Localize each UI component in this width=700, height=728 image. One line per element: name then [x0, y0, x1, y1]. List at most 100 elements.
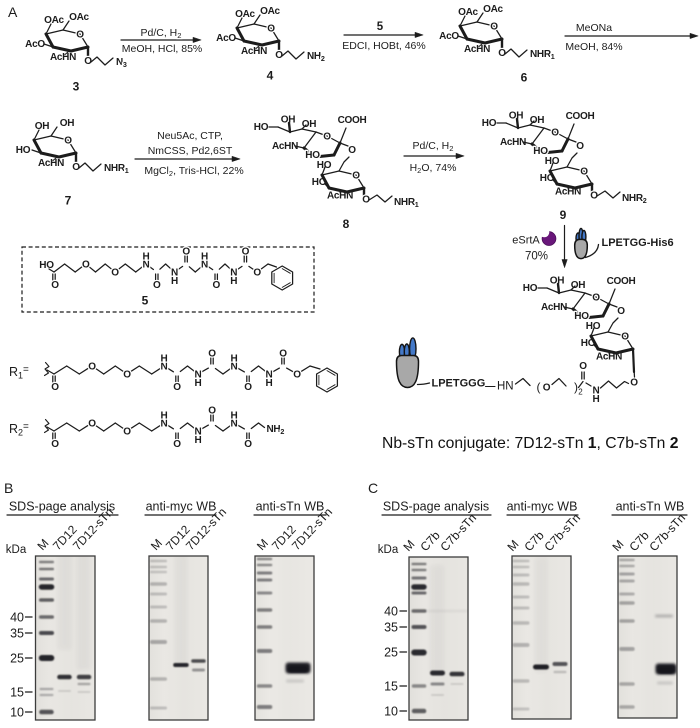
svg-text:AcHN: AcHN: [464, 44, 490, 55]
svg-text:O: O: [579, 361, 587, 372]
svg-text:eSrtA: eSrtA: [512, 235, 540, 247]
svg-text:70%: 70%: [525, 251, 548, 263]
svg-text:10: 10: [10, 706, 24, 720]
svg-text:N: N: [230, 268, 237, 279]
svg-text:O: O: [84, 56, 92, 67]
svg-text:O: O: [208, 406, 216, 417]
svg-text:9: 9: [560, 208, 567, 222]
svg-text:O: O: [123, 370, 131, 381]
svg-text:O: O: [323, 132, 331, 143]
svg-text:35: 35: [384, 621, 398, 635]
svg-text:MeONa: MeONa: [576, 22, 612, 34]
svg-text:B: B: [4, 480, 13, 496]
svg-text:N: N: [161, 419, 168, 430]
svg-text:O: O: [621, 332, 629, 343]
svg-text:LPETGGG: LPETGGG: [432, 378, 486, 390]
svg-text:N: N: [143, 260, 150, 271]
svg-text:O: O: [490, 22, 498, 33]
svg-text:O: O: [208, 349, 216, 360]
svg-text:HO: HO: [312, 177, 327, 188]
svg-text:HO: HO: [523, 283, 538, 294]
svg-text:OH: OH: [530, 115, 544, 126]
svg-text:7: 7: [65, 194, 72, 208]
svg-text:MgCl2​, Tris-HCl, 22%: MgCl2​, Tris-HCl, 22%: [144, 165, 243, 178]
svg-text:AcHN: AcHN: [241, 46, 267, 57]
svg-text:OH: OH: [60, 118, 74, 129]
svg-text:O: O: [242, 247, 250, 258]
svg-text:OH: OH: [509, 111, 523, 122]
svg-text:O: O: [212, 280, 220, 291]
svg-text:25: 25: [10, 652, 24, 666]
svg-text:15: 15: [384, 680, 398, 694]
svg-text:AcHN: AcHN: [596, 352, 622, 363]
svg-text:O: O: [279, 349, 287, 360]
svg-text:O: O: [72, 162, 80, 173]
svg-text:N: N: [171, 268, 178, 279]
svg-text:O: O: [88, 362, 96, 373]
svg-text:HO: HO: [305, 150, 320, 161]
svg-text:AcO: AcO: [439, 31, 459, 42]
svg-text:COOH: COOH: [338, 115, 367, 126]
svg-text:O: O: [267, 24, 275, 35]
svg-text:AcHN: AcHN: [500, 137, 526, 148]
svg-text:H: H: [230, 276, 237, 287]
svg-text:O: O: [576, 141, 584, 152]
svg-text:40: 40: [10, 611, 24, 625]
svg-text:H: H: [143, 252, 150, 263]
svg-text:EDCI, HOBt, 46%: EDCI, HOBt, 46%: [342, 40, 425, 52]
svg-text:HO: HO: [317, 160, 332, 171]
svg-text:O: O: [153, 280, 161, 291]
svg-text:H: H: [161, 354, 168, 365]
svg-text:O: O: [362, 195, 370, 206]
svg-text:OAc: OAc: [458, 7, 478, 18]
svg-text:O: O: [51, 280, 59, 291]
svg-text:H: H: [201, 252, 208, 263]
svg-text:O: O: [51, 439, 59, 450]
svg-text:OAc: OAc: [260, 6, 280, 17]
svg-text:40: 40: [384, 605, 398, 619]
svg-text:kDa: kDa: [378, 544, 399, 556]
svg-text:Pd/C, H2​: Pd/C, H2​: [141, 27, 182, 40]
svg-text:N: N: [201, 260, 208, 271]
svg-text:MeOH, 84%: MeOH, 84%: [565, 41, 622, 53]
svg-text:AcHN: AcHN: [50, 52, 76, 63]
svg-text:O: O: [580, 167, 588, 178]
svg-text:O: O: [592, 293, 600, 304]
svg-text:COOH: COOH: [607, 276, 636, 287]
svg-text:5: 5: [142, 294, 149, 308]
svg-text:LPETGG-His6: LPETGG-His6: [602, 237, 674, 249]
svg-text:O: O: [630, 378, 638, 389]
svg-text:OH: OH: [302, 119, 316, 130]
svg-text:AcO: AcO: [216, 33, 236, 44]
svg-text:H: H: [266, 378, 273, 389]
svg-text:HO: HO: [254, 122, 269, 133]
svg-text:kDa: kDa: [6, 544, 27, 556]
svg-text:HO: HO: [586, 321, 601, 332]
svg-text:N: N: [161, 362, 168, 373]
svg-text:MeOH, HCl, 85%: MeOH, HCl, 85%: [122, 43, 203, 55]
svg-text:AcHN: AcHN: [327, 191, 353, 202]
svg-text:AcHN: AcHN: [38, 158, 64, 169]
svg-text:Neu5Ac, CTP,: Neu5Ac, CTP,: [157, 130, 223, 142]
svg-text:COOH: COOH: [566, 111, 595, 122]
svg-text:O: O: [64, 136, 72, 147]
svg-text:H: H: [161, 411, 168, 422]
svg-text:2: 2: [578, 388, 583, 397]
svg-text:H2​O, 74%: H2​O, 74%: [410, 162, 457, 175]
svg-text:HO: HO: [39, 260, 54, 271]
svg-text:anti-myc WB: anti-myc WB: [146, 500, 217, 514]
svg-text:HO: HO: [581, 338, 596, 349]
svg-text:O: O: [182, 247, 190, 258]
svg-text:H: H: [593, 394, 600, 405]
svg-text:Nb-sTn conjugate: 7D12-sTn 1,: Nb-sTn conjugate: 7D12-sTn 1, C7b-sTn 2: [382, 435, 679, 452]
svg-text:AcHN: AcHN: [541, 302, 567, 313]
svg-text:HO: HO: [16, 145, 31, 156]
svg-text:anti-sTn WB: anti-sTn WB: [256, 500, 325, 514]
svg-text:anti-myc WB: anti-myc WB: [507, 500, 578, 514]
svg-text:HO: HO: [482, 118, 497, 129]
svg-text:N: N: [266, 370, 273, 381]
svg-text:H: H: [171, 276, 178, 287]
svg-text:H: H: [195, 378, 202, 389]
svg-text:N: N: [231, 419, 238, 430]
svg-text:O: O: [111, 268, 119, 279]
